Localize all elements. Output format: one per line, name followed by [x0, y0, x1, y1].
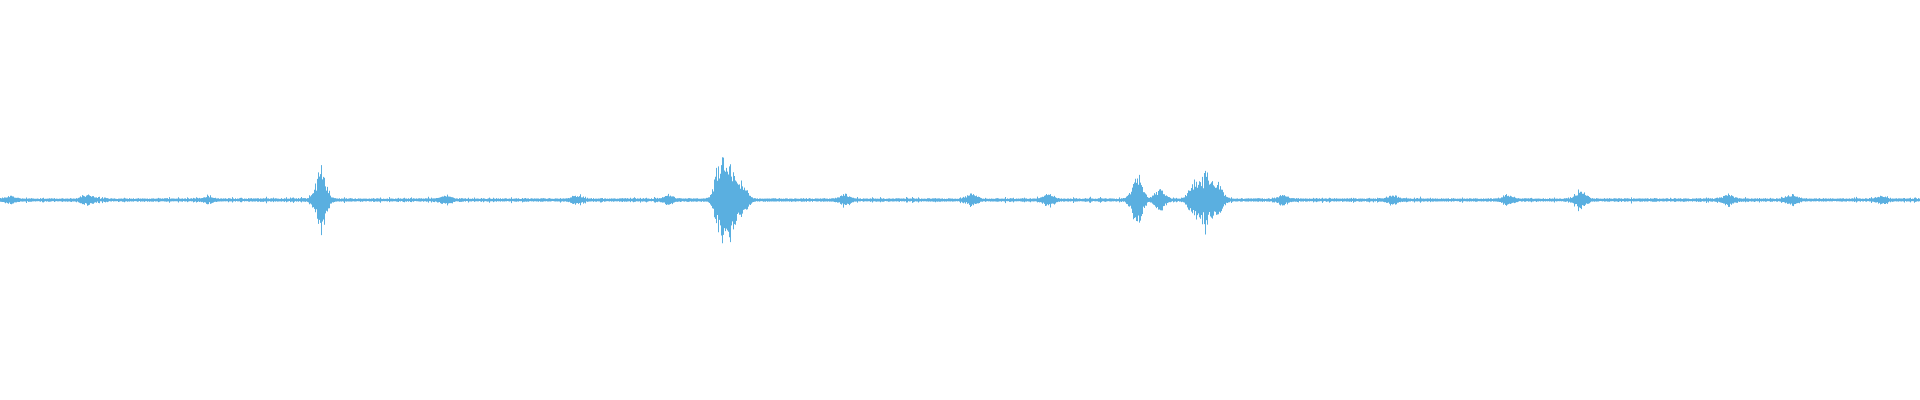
- waveform-path: [0, 157, 1920, 244]
